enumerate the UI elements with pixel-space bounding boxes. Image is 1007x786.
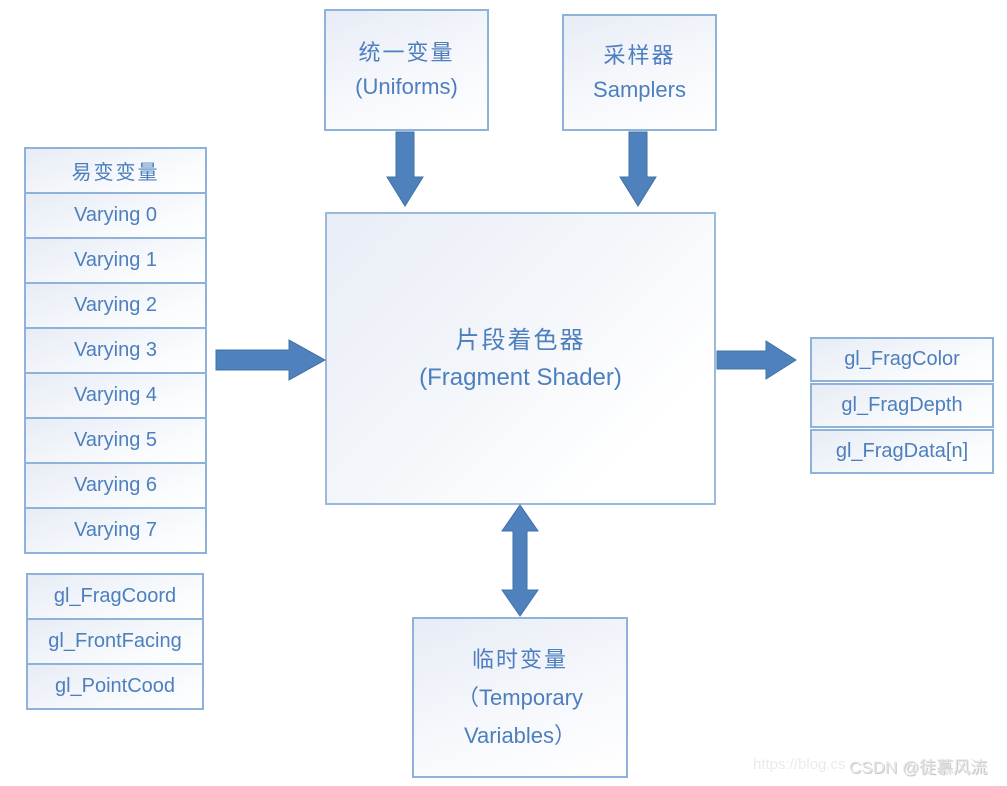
watermark: https://blog.cs CSDN @徒慕风流 [745,748,1007,782]
samplers-label-en: Samplers [593,76,686,102]
varying-row: Varying 7 [24,507,207,554]
varying-row: Varying 4 [24,372,207,419]
output-row: gl_FragData[n] [810,429,994,474]
varying-row-label: Varying 0 [73,204,157,226]
arrow-down-icon [383,131,427,208]
temporary-variables-label-en1: （Temporary [457,684,583,710]
builtin-input-row: gl_FragCoord [26,573,204,620]
output-label: gl_FragData[n] [835,440,969,462]
varying-row-label: Varying 1 [73,249,157,271]
output-row: gl_FragDepth [810,383,994,428]
temporary-variables-label-en2: Variables） [463,722,577,748]
varying-stack: 易变变量 Varying 0 Varying 1 Varying 2 Varyi… [24,147,207,554]
uniforms-label-en: (Uniforms) [355,74,458,99]
fragment-shader-label-en: (Fragment Shader) [419,363,622,391]
arrow-down-icon [616,131,660,208]
arrow-right-icon [215,338,327,382]
varying-row-label: Varying 6 [73,474,157,496]
builtin-input-row: gl_PointCood [26,663,204,710]
builtin-input-label: gl_FragCoord [53,585,177,607]
varying-stack-header-label: 易变变量 [71,162,160,184]
builtin-inputs-stack: gl_FragCoord gl_FrontFacing gl_PointCood [26,573,204,710]
builtin-input-label: gl_PointCood [54,675,176,697]
watermark-url-text: https://blog.cs [753,756,846,773]
uniforms-label-zh: 统一变量 [358,40,455,65]
varying-row: Varying 6 [24,462,207,509]
varying-row-label: Varying 7 [73,519,157,541]
temporary-variables-label-zh: 临时变量 [471,646,568,672]
varying-row: Varying 5 [24,417,207,464]
arrow-right-icon [716,338,798,382]
varying-row: Varying 0 [24,192,207,239]
samplers-label-zh: 采样器 [603,42,676,68]
varying-row-label: Varying 5 [73,429,157,451]
varying-row-label: Varying 2 [73,294,157,316]
varying-row-label: Varying 3 [73,339,157,361]
output-label: gl_FragColor [844,348,960,370]
varying-row: Varying 2 [24,282,207,329]
builtin-input-row: gl_FrontFacing [26,618,204,665]
fragment-shader-box: 片段着色器 (Fragment Shader) [325,212,716,505]
varying-row-label: Varying 4 [73,384,157,406]
samplers-box: 采样器 Samplers [562,14,717,131]
uniforms-box: 统一变量 (Uniforms) [324,9,489,131]
temporary-variables-box: 临时变量 （Temporary Variables） [412,617,628,778]
output-label: gl_FragDepth [841,394,963,416]
output-row: gl_FragColor [810,337,994,382]
watermark-handle-text: CSDN @徒慕风流 [849,758,988,777]
outputs-stack: gl_FragColor gl_FragDepth gl_FragData[n] [810,337,994,474]
fragment-shader-label-zh: 片段着色器 [455,326,586,354]
builtin-input-label: gl_FrontFacing [48,630,182,652]
varying-row: Varying 3 [24,327,207,374]
varying-stack-header: 易变变量 [24,147,207,194]
varying-row: Varying 1 [24,237,207,284]
arrow-up-down-icon [498,504,542,617]
